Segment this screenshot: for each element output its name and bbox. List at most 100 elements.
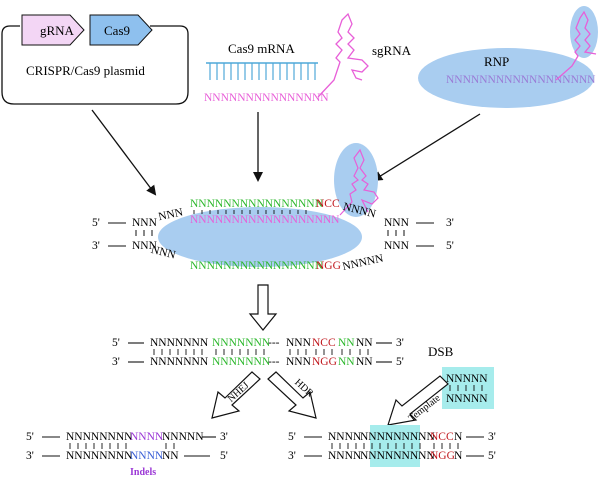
dsb-bot-3prime: 3' (112, 356, 120, 368)
hdr-bot-3prime: 3' (288, 450, 296, 462)
arrow-plasmid-to-complex (91, 109, 157, 196)
complex-bot-3prime: 3' (92, 240, 100, 252)
rnp-label: RNP (484, 54, 509, 69)
indels-label-text: Indels (130, 467, 156, 478)
hdr-bot-left: NNNN (328, 450, 362, 462)
dsb-group: 5' NNNNNNN NNNNNNN --- NNN NCC NN NN 3' … (112, 337, 454, 368)
grna-gene-label: gRNA (40, 23, 75, 38)
dsb-pair-ticks (153, 349, 369, 355)
cas9-gene-arrow (89, 14, 153, 46)
complex-guide-ticks (193, 210, 307, 214)
hdr-bot-5prime: 5' (488, 450, 496, 462)
hdr-result-group: NNNNN NNNNN Template 5' NNNN NNNNNNNNN N… (288, 367, 496, 467)
arrow-rnp-to-complex (372, 113, 481, 182)
mrna-teeth (209, 63, 316, 80)
nhej-top-indel: NNNN (130, 431, 164, 443)
nhej-bot-right: NN (162, 450, 179, 462)
nhej-top-left: NNNNNNNN (66, 431, 133, 443)
complex-top-red: NCC (316, 198, 340, 210)
dsb-top-5prime: 5' (112, 337, 120, 349)
template-hollow-arrow (387, 375, 449, 426)
rnp-cas9-lobe (570, 6, 598, 58)
grna-gene-arrow (21, 14, 85, 46)
complex-bot-green: NNNNNNNNNNNNNNNN (190, 260, 324, 272)
rnp-sgrna-hairpin (555, 10, 597, 81)
hdr-top-red: NCC (430, 431, 454, 443)
complex-top-right-end: NNN (384, 217, 410, 229)
dsb-top-green2: NN (338, 337, 355, 349)
nhej-top-5prime: 5' (26, 431, 34, 443)
hdr-top-right: N (454, 431, 463, 443)
complex-sgrna-hairpin (339, 148, 379, 216)
hdr-top-3prime: 3' (488, 431, 496, 443)
nhej-result-group: 5' NNNNNNNN NNNN NNNNN 3' 3' NNNNNNNN NN… (26, 431, 228, 478)
nhej-bot-left: NNNNNNNN (66, 450, 133, 462)
complex-top-black-left: NNN (132, 217, 158, 229)
complex-bot-black-left: NNN (132, 240, 158, 252)
dsb-bot-5prime: 5' (396, 356, 404, 368)
dsb-label: DSB (428, 344, 454, 359)
dsb-top-black1: NNNNNNN (150, 337, 209, 349)
template-bottom-strand: NNNNN (446, 393, 488, 405)
hdr-hollow-arrow (267, 371, 317, 419)
dsb-bot-green1: NNNNNNN (212, 356, 271, 368)
hdr-top-box: NNNNNNNNN (360, 431, 435, 443)
dsb-top-red: NCC (312, 337, 336, 349)
nhej-bot-3prime: 3' (26, 450, 34, 462)
plasmid-group: gRNA Cas9 CRISPR/Cas9 plasmid (1, 14, 189, 105)
complex-bot-red: NGG (316, 260, 341, 272)
complex-pair-ticks (135, 230, 405, 236)
nhej-bot-indel: NNNN (130, 450, 164, 462)
hdr-top-left: NNNN (328, 431, 362, 443)
dsb-bot-red: NGG (312, 356, 337, 368)
cas9-mrna-label: Cas9 mRNA (228, 41, 295, 56)
cas9-gene-label: Cas9 (104, 23, 130, 38)
nhej-hollow-arrow (211, 371, 261, 419)
dsb-bot-black3: NN (356, 356, 373, 368)
dsb-bot-gap: --- (268, 356, 280, 368)
nhej-pair-ticks (69, 443, 175, 449)
dsb-bot-black2: NNN (286, 356, 312, 368)
mrna-group: Cas9 mRNA NNNNNNNNNNNNNNN sgRNA (204, 12, 412, 104)
dsb-top-green1: NNNNNNN (212, 337, 271, 349)
plasmid-label: CRISPR/Cas9 plasmid (26, 63, 145, 78)
dsb-top-black2: NNN (286, 337, 312, 349)
complex-bot-5prime: 5' (446, 240, 454, 252)
complex-top-green: NNNNNNNNNNNNNNNN (190, 198, 324, 210)
complex-cas9-body (158, 207, 362, 267)
sgrna-label: sgRNA (372, 43, 412, 58)
complex-top-3prime: 3' (446, 217, 454, 229)
dsb-bot-black1: NNNNNNN (150, 356, 209, 368)
rnp-n-strand: NNNNNNNNNNNNNNNNNN (446, 74, 596, 86)
dsb-top-black3: NN (356, 337, 373, 349)
template-ticks (449, 385, 483, 391)
nhej-top-3prime: 3' (220, 431, 228, 443)
nhej-top-right: NNNNN (162, 431, 204, 443)
hdr-pair-ticks (331, 443, 459, 449)
complex-top-black-mid: NNN (157, 206, 185, 223)
complex-group: 5' NNN NNN NNNNNNNNNNNNNNNN NCC NNNN NNN… (92, 143, 454, 273)
rnp-cas9-body (418, 48, 594, 108)
complex-guide-pink: NNNNNNNNNNNNNNNNNN (190, 214, 340, 226)
nhej-bot-5prime: 5' (220, 450, 228, 462)
plasmid-outline (1, 25, 189, 105)
hdr-bot-right: N (454, 450, 463, 462)
hdr-bot-box: NNNNNNNNN (360, 450, 435, 462)
cleavage-hollow-arrow (248, 284, 278, 331)
hdr-bot-red: NGG (430, 450, 455, 462)
sgrna-n-strand: NNNNNNNNNNNNNNN (204, 92, 329, 104)
template-top-strand: NNNNN (446, 373, 488, 385)
indels-label: Indels (130, 467, 156, 478)
rnp-group: RNP NNNNNNNNNNNNNNNNNN (418, 6, 598, 108)
complex-bot-right-end: NNN (384, 240, 410, 252)
complex-top-5prime: 5' (92, 217, 100, 229)
sgrna-hairpin (317, 12, 369, 98)
dsb-top-3prime: 3' (396, 337, 404, 349)
complex-bot-right: NNNNN (341, 252, 385, 273)
hdr-top-5prime: 5' (288, 431, 296, 443)
complex-cas9-lobe (334, 143, 378, 217)
template-box (442, 367, 494, 409)
dsb-top-gap: --- (268, 337, 280, 349)
dsb-bot-green2: NN (338, 356, 355, 368)
